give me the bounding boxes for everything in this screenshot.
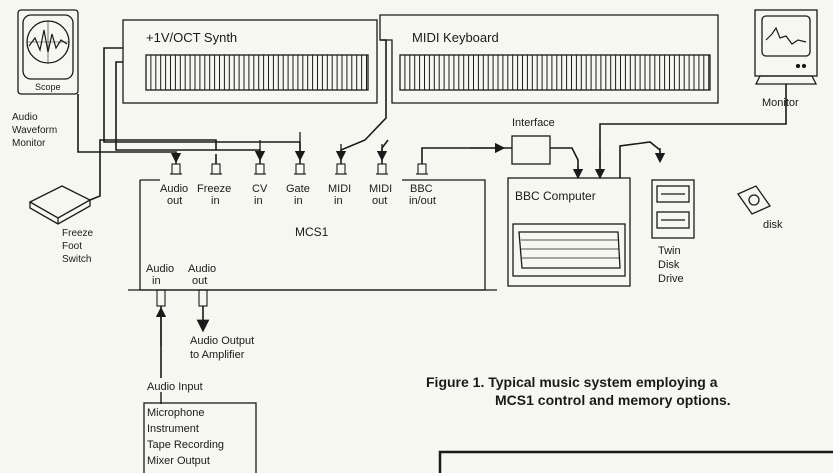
port-audio-in-l1: Audio (146, 263, 174, 275)
midi-keyboard-label: MIDI Keyboard (412, 30, 499, 45)
twin-disk-label-1: Twin (658, 245, 681, 257)
bbc-computer-label: BBC Computer (515, 189, 596, 203)
footswitch-label-1: Freeze (62, 228, 94, 239)
port-cv-in-l1: CV (252, 183, 268, 195)
floppy-disk-icon (737, 185, 771, 215)
figure-caption-line-1: Figure 1. Typical music system employing… (426, 374, 718, 390)
figure-caption: Figure 1. Typical music system employing… (426, 373, 831, 409)
twin-disk-drive-icon (651, 179, 695, 239)
port-audio-out2-l2: out (192, 275, 207, 287)
synth-label: +1V/OCT Synth (146, 30, 237, 45)
port-audio-out-l1: Audio (160, 183, 188, 195)
port-gate-in-l1: Gate (286, 183, 310, 195)
port-audio-in-l2: in (152, 275, 161, 287)
figure-caption-line-2: MCS1 control and memory options. (495, 392, 731, 408)
scope-icon (17, 9, 79, 95)
scope-caption-1: Audio (12, 112, 38, 123)
interface-box (511, 135, 551, 165)
disk-label: disk (763, 219, 783, 231)
footswitch-icon (28, 185, 92, 225)
twin-disk-label-2: Disk (658, 259, 680, 271)
port-midi-in-l2: in (334, 195, 343, 207)
monitor-icon (754, 9, 818, 85)
bbc-computer-icon (507, 177, 631, 287)
twin-disk-label-3: Drive (658, 273, 684, 285)
port-freeze-in-l2: in (211, 195, 220, 207)
port-midi-out-l1: MIDI (369, 183, 392, 195)
notice-frame (438, 450, 833, 473)
audio-output-label-2: to Amplifier (190, 349, 245, 361)
audio-input-label: Audio Input (147, 381, 203, 393)
scope-caption-3: Monitor (12, 138, 46, 149)
port-gate-in-l2: in (294, 195, 303, 207)
port-audio-out2-l1: Audio (188, 263, 216, 275)
port-cv-in-l2: in (254, 195, 263, 207)
interface-label: Interface (512, 117, 555, 129)
footswitch-label-3: Switch (62, 254, 91, 265)
port-bbc-l2: in/out (409, 195, 436, 207)
mcs1-label: MCS1 (295, 225, 329, 239)
input-sources-box (143, 402, 257, 473)
source-microphone: Microphone (147, 407, 204, 419)
port-midi-in-l1: MIDI (328, 183, 351, 195)
scope-label: Scope (35, 82, 61, 92)
audio-output-label-1: Audio Output (190, 335, 254, 347)
port-midi-out-l2: out (372, 195, 387, 207)
port-bbc-l1: BBC (410, 183, 433, 195)
source-tape-recording: Tape Recording (147, 439, 224, 451)
mcs1-unit (128, 179, 497, 291)
port-freeze-in-l1: Freeze (197, 183, 231, 195)
midi-keyboard-icon (379, 14, 719, 104)
monitor-label: Monitor (762, 97, 799, 109)
port-audio-out-l2: out (167, 195, 182, 207)
footswitch-label-2: Foot (62, 241, 82, 252)
synth-icon (122, 19, 378, 104)
source-mixer-output: Mixer Output (147, 455, 210, 467)
scope-caption-2: Waveform (12, 125, 57, 136)
source-instrument: Instrument (147, 423, 199, 435)
